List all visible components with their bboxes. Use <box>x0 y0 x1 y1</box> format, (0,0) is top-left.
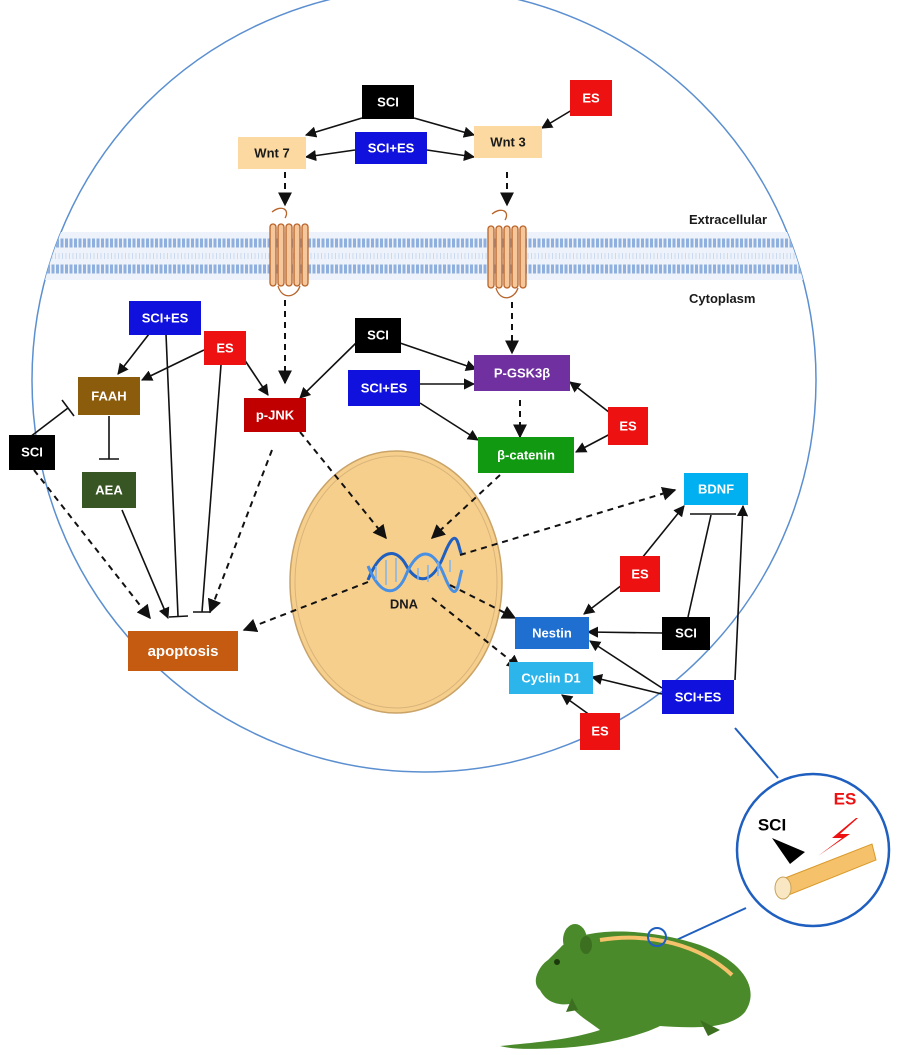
node-es-bdnf: ES <box>620 556 660 592</box>
node-sci-mid-label: SCI <box>367 327 389 342</box>
node-sci-left: SCI <box>9 435 55 470</box>
node-bcat-label: β-catenin <box>497 447 555 462</box>
node-pgsk: P-GSK3β <box>474 355 570 391</box>
node-bdnf: BDNF <box>684 473 748 505</box>
pathway-edges <box>29 109 749 719</box>
dna-label: DNA <box>390 596 419 611</box>
receptor-right <box>487 209 527 299</box>
node-pjnk: p-JNK <box>244 398 306 432</box>
sci-needle-icon <box>772 838 805 864</box>
receptor-left <box>269 207 309 297</box>
node-sci-right: SCI <box>662 617 710 650</box>
node-wnt7: Wnt 7 <box>238 137 306 169</box>
node-es-bottom: ES <box>580 713 620 750</box>
node-scies-top-label: SCI+ES <box>368 140 415 155</box>
node-wnt3: Wnt 3 <box>474 126 542 158</box>
node-scies-left: SCI+ES <box>129 301 201 335</box>
nucleus-envelope <box>294 455 498 709</box>
node-sci-top: SCI <box>362 85 414 119</box>
cytoplasm-label: Cytoplasm <box>689 291 755 306</box>
inset-es-label: ES <box>834 789 857 808</box>
rat-icon <box>500 924 751 1049</box>
node-faah: FAAH <box>78 377 140 415</box>
node-cyclin: Cyclin D1 <box>509 662 593 694</box>
node-apoptosis-label: apoptosis <box>148 643 219 660</box>
node-aea: AEA <box>82 472 136 508</box>
node-bdnf-label: BDNF <box>698 481 734 496</box>
node-es-right-label: ES <box>619 418 637 433</box>
node-apoptosis: apoptosis <box>128 631 238 671</box>
node-scies-mid-label: SCI+ES <box>361 380 408 395</box>
node-pjnk-label: p-JNK <box>256 407 295 422</box>
zoom-connector-bottom <box>671 907 747 943</box>
node-es-bdnf-label: ES <box>631 566 649 581</box>
node-sci-top-label: SCI <box>377 94 399 109</box>
node-es-left: ES <box>204 331 246 365</box>
zoom-connector-top <box>734 727 779 779</box>
node-pgsk-label: P-GSK3β <box>494 365 550 380</box>
node-es-top-label: ES <box>582 90 600 105</box>
cell-boundary <box>31 0 817 773</box>
node-nestin: Nestin <box>515 617 589 649</box>
node-sci-mid: SCI <box>355 318 401 353</box>
node-sci-left-label: SCI <box>21 444 43 459</box>
node-wnt7-label: Wnt 7 <box>254 145 289 160</box>
node-faah-label: FAAH <box>91 388 126 403</box>
extracellular-label: Extracellular <box>689 212 767 227</box>
node-aea-label: AEA <box>95 482 123 497</box>
node-cyclin-label: Cyclin D1 <box>521 670 580 685</box>
node-es-right: ES <box>608 407 648 445</box>
node-scies-top: SCI+ES <box>355 132 427 164</box>
spinal-cord-inset: SCI ES <box>735 772 891 928</box>
node-scies-left-label: SCI+ES <box>142 310 189 325</box>
es-lightning-icon <box>818 818 858 856</box>
cell-membrane <box>32 232 816 280</box>
nodes: SCI ES SCI+ES Wnt 7 Wnt 3 SCI+ES ES FAAH… <box>9 80 748 750</box>
inset-sci-label: SCI <box>758 815 786 834</box>
node-es-top: ES <box>570 80 612 116</box>
node-es-bottom-label: ES <box>591 723 609 738</box>
dna-helix-icon <box>366 536 464 593</box>
node-bcat: β-catenin <box>478 437 574 473</box>
node-scies-mid: SCI+ES <box>348 370 420 406</box>
node-scies-right-label: SCI+ES <box>675 689 722 704</box>
node-nestin-label: Nestin <box>532 625 572 640</box>
node-scies-right: SCI+ES <box>662 680 734 714</box>
node-sci-right-label: SCI <box>675 625 697 640</box>
node-wnt3-label: Wnt 3 <box>490 134 525 149</box>
node-es-left-label: ES <box>216 340 234 355</box>
